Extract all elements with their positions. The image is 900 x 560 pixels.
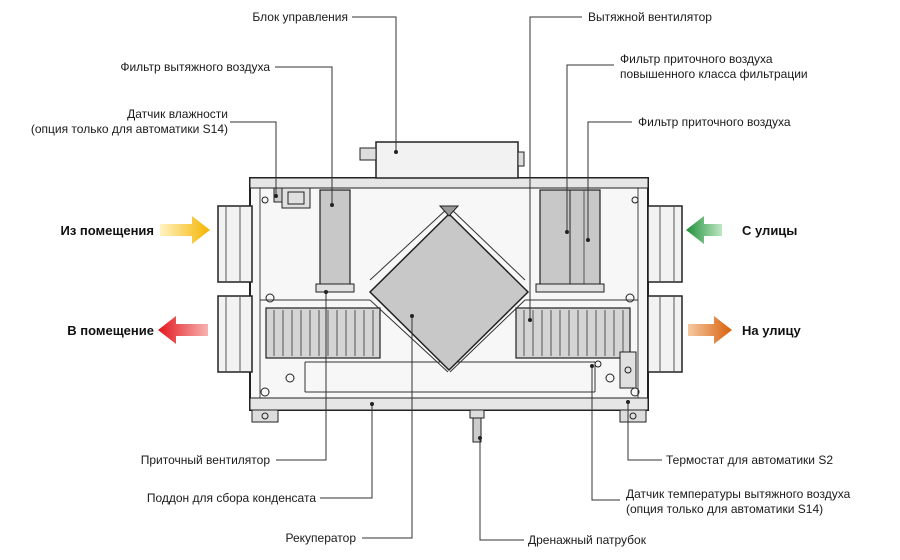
fan-blade-lines: [273, 310, 624, 356]
control-block: [359, 141, 525, 179]
supply-fan-component: [265, 307, 381, 359]
leader-lines: [230, 16, 662, 541]
thermostat-component: [594, 351, 637, 389]
to-room-label: В помещение: [67, 323, 154, 338]
label-supply-filter: Фильтр приточного воздуха: [638, 115, 791, 129]
label-drain-pipe: Дренажный патрубок: [528, 533, 647, 547]
label-supply-fan: Приточный вентилятор: [141, 453, 271, 467]
from-room-label: Из помещения: [60, 223, 154, 238]
from-room-arrow: [160, 216, 210, 244]
label-humidity-line2: (опция только для автоматики S14): [31, 122, 228, 136]
from-street-label: С улицы: [742, 223, 797, 238]
label-drain-pan: Поддон для сбора конденсата: [147, 491, 316, 505]
to-room-arrow: [158, 316, 208, 344]
label-exhaust-fan: Вытяжной вентилятор: [588, 10, 712, 24]
exhaust-filter-component: [315, 189, 355, 293]
label-exhaust-temp-line2: (опция только для автоматики S14): [626, 502, 823, 516]
to-street-label: На улицу: [742, 323, 802, 338]
exhaust-fan-component: [515, 307, 631, 359]
label-supply-filter-hc-line2: повышенного класса фильтрации: [620, 67, 808, 81]
label-control-block: Блок управления: [252, 10, 348, 24]
duct-spigots: [217, 205, 683, 373]
drain-pipe-component: [469, 409, 485, 443]
label-recuperator: Рекуператор: [286, 531, 357, 545]
label-thermostat: Термостат для автоматики S2: [666, 453, 833, 467]
recuperator-component: [368, 205, 530, 373]
from-street-arrow: [686, 216, 722, 244]
label-exhaust-filter: Фильтр вытяжного воздуха: [120, 60, 270, 74]
humidity-sensor: [273, 187, 311, 209]
supply-filters-component: [535, 189, 605, 293]
label-humidity-line1: Датчик влажности: [127, 107, 228, 121]
label-exhaust-temp-line1: Датчик температуры вытяжного воздуха: [626, 487, 851, 501]
label-supply-filter-hc-line1: Фильтр приточного воздуха: [620, 52, 773, 66]
to-street-arrow: [688, 316, 732, 344]
